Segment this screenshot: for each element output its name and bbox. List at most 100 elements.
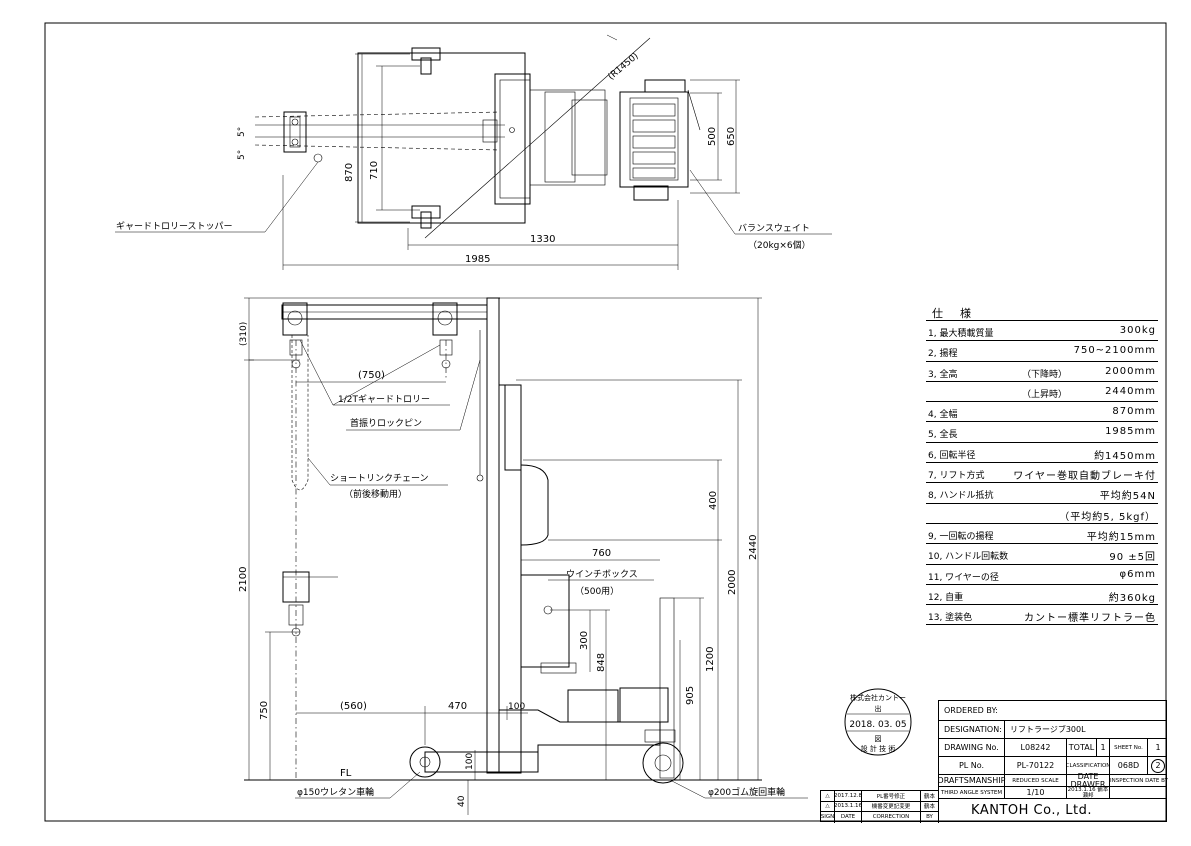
angle-5-upper: 5° <box>237 127 247 137</box>
spec-label: 1, 最大積載質量 <box>928 329 994 339</box>
winch-sub-label: （500用） <box>575 586 619 597</box>
side-view: FL (310) 2100 750 (750) (560) 470 100 10… <box>238 297 808 815</box>
dim-40: 40 <box>457 795 467 807</box>
winch-label: ウインチボックス <box>566 569 638 580</box>
spec-row: （平均約5, 5kgf） <box>926 504 1158 524</box>
dim-2100: 2100 <box>238 567 249 592</box>
tb-row-pl: PL No. PL-70122 CLASSIFICATION 068D 2 <box>939 757 1166 775</box>
chain-sub-label: （前後移動用） <box>344 488 407 500</box>
spec-value: カントー標準リフトラー色 <box>1024 613 1156 625</box>
reduced-scale-label: REDUCED SCALE <box>1005 775 1067 786</box>
spec-label: 9, 一回転の揚程 <box>928 531 994 542</box>
spec-value: 2440mm <box>1105 385 1156 397</box>
spec-value: （平均約5, 5kgf） <box>1059 511 1156 523</box>
dim-2000: 2000 <box>727 570 738 595</box>
spec-label: 12, 自重 <box>928 592 964 603</box>
balance-weight-sub: （20kg×6個） <box>748 239 811 251</box>
stamp-mid-bottom: 図 <box>875 735 882 743</box>
rev-header-by: BY <box>921 812 939 823</box>
dim-100-h: 100 <box>508 702 525 712</box>
revision-by: 鶴本 <box>921 791 939 801</box>
spec-value: 90 ±5回 <box>1109 552 1156 564</box>
spec-value: 870mm <box>1112 406 1156 418</box>
classification: 068D <box>1110 757 1148 774</box>
spec-row: 7, リフト方式ワイヤー巻取自動ブレーキ付 <box>926 463 1158 484</box>
spec-label: 6, 回転半径 <box>928 450 976 461</box>
sheet: 1 <box>1155 742 1161 752</box>
spec-row: 6, 回転半径約1450mm <box>926 443 1158 464</box>
spec-value: 2000mm <box>1105 365 1156 377</box>
company-name: KANTOH Co., Ltd. <box>971 802 1092 818</box>
tb-row-drawing: DRAWING No. L08242 TOTAL 1 SHEET No. 1 <box>939 739 1166 757</box>
spec-mid: （上昇時） <box>1022 389 1068 400</box>
spec-value: φ6mm <box>1119 568 1156 580</box>
classification-label: CLASSIFICATION <box>1066 757 1110 774</box>
tb-row-draft: DRAFTSMANSHIP REDUCED SCALE DATE DRAWER … <box>938 772 1168 788</box>
drawing-no: L08242 <box>1005 739 1067 756</box>
spec-value: 約360kg <box>1108 592 1156 604</box>
tb-row-ordered: ORDERED BY: <box>939 701 1166 721</box>
spec-mid: （下降時） <box>1022 369 1068 380</box>
dim-710: 710 <box>369 161 380 180</box>
spec-row: 12, 自重 約360kg <box>926 585 1158 606</box>
revision-by: 鶴本 <box>921 801 939 812</box>
spec-label: 4, 全幅 <box>928 410 958 421</box>
designation-label: DESIGNATION: <box>939 721 1005 738</box>
balance-weight-label: バランスウェイト <box>738 223 810 234</box>
plan-view: (R1450) 1985 1330 870 710 500 650 5° 5° … <box>115 34 832 270</box>
dim-1200: 1200 <box>705 647 716 672</box>
pl-no: PL-70122 <box>1005 757 1067 774</box>
radius-label: (R1450) <box>607 51 641 82</box>
spec-value: 平均約54N <box>1099 491 1156 503</box>
dim-310: (310) <box>239 322 249 346</box>
stamp-mid-top: 出 <box>875 704 882 713</box>
title-block: ORDERED BY: DESIGNATION: リフトラージブ300L DRA… <box>938 700 1168 822</box>
scale: 1/10 <box>1005 787 1067 798</box>
dim-1330: 1330 <box>530 234 555 245</box>
dim-750: 750 <box>259 701 270 720</box>
dim-650: 650 <box>726 127 737 146</box>
sheet-label: SHEET No. <box>1110 739 1148 756</box>
revision-correction: 機番変更記変更 <box>862 801 921 812</box>
rev-header-sign: SIGN <box>821 812 835 823</box>
angle-5-lower: 5° <box>237 150 247 160</box>
dim-1985: 1985 <box>465 254 490 265</box>
spec-label: 5, 全長 <box>928 430 958 441</box>
revision-date: 2013.1.16 <box>835 801 862 812</box>
designation: リフトラージブ300L <box>1010 724 1086 734</box>
sheet-border <box>44 22 1167 822</box>
classification-mark: 2 <box>1151 758 1165 773</box>
spec-label: 3, 全高 <box>928 369 958 380</box>
stopper-label: ギャードトロリーストッパー <box>116 221 233 232</box>
spec-label: 13, 塗装色 <box>928 613 973 624</box>
rev-header-correction: CORRECTION <box>862 812 921 823</box>
dim-470: 470 <box>448 701 467 712</box>
lockpin-label: 首振りロックピン <box>350 417 422 429</box>
wheel200-label: φ200ゴム旋回車輪 <box>708 786 785 798</box>
spec-value: 平均約15mm <box>1086 531 1156 543</box>
fl-label: FL <box>340 768 352 779</box>
spec-label: 10, ハンドル回転数 <box>928 552 1009 563</box>
ordered-by-label: ORDERED BY: <box>944 705 998 715</box>
spec-row: 10, ハンドル回転数 90 ±5回 <box>926 544 1158 565</box>
dim-300: 300 <box>579 631 590 650</box>
spec-label: 2, 揚程 <box>928 349 958 360</box>
spec-row: 13, 塗装色 カントー標準リフトラー色 <box>926 605 1158 626</box>
spec-title: 仕 様 <box>932 307 974 320</box>
revision-header: SIGN DATE CORRECTION BY <box>821 812 939 823</box>
spec-value: ワイヤー巻取自動ブレーキ付 <box>1013 471 1156 483</box>
date-drawer-label: DATE DRAWER <box>1067 772 1110 788</box>
tb-row-scale: THIRD ANGLE SYSTEM 1/10 2013.1.16 鶴本瀬邦 <box>939 787 1166 799</box>
date-drawer: 2013.1.16 鶴本瀬邦 <box>1067 786 1110 799</box>
dim-2440: 2440 <box>748 535 759 560</box>
revision-correction: PL番号修正 <box>862 791 921 801</box>
